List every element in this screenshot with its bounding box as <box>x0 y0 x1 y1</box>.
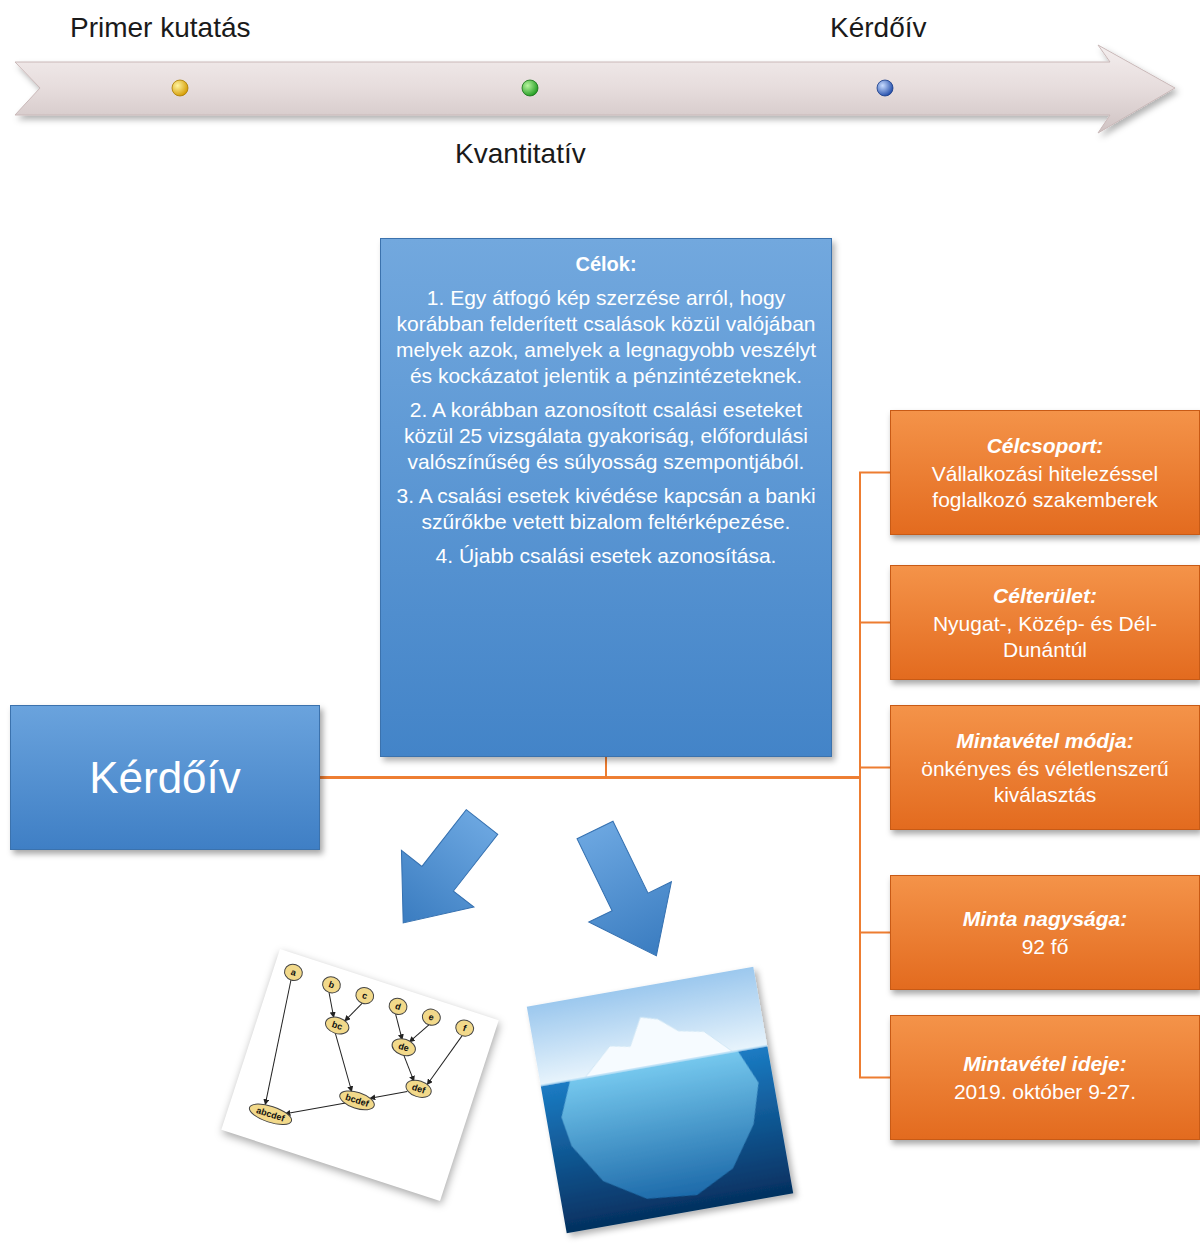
block-arrow-shape <box>554 810 698 976</box>
info-box: Célterület:Nyugat-, Közép- és Dél-Dunánt… <box>890 565 1200 680</box>
waterline <box>541 1046 768 1086</box>
dendrogram-links <box>251 980 462 1158</box>
box-heading: Mintavétel módja: <box>901 728 1189 754</box>
box-heading: Célterület: <box>901 583 1189 609</box>
box-text: 4. Újabb csalási esetek azonosítása. <box>393 543 819 569</box>
stage-label: Kérdőív <box>830 12 927 44</box>
info-box: Minta nagysága:92 fő <box>890 875 1200 990</box>
timeline-arrow <box>15 45 1175 133</box>
box-title: Kérdőív <box>21 752 309 804</box>
dendrogram-nodes <box>239 962 476 1173</box>
connector-line <box>320 768 890 778</box>
box-heading: Célok: <box>393 251 819 277</box>
iceberg-picture <box>527 967 793 1233</box>
box-text: önkényes és véletlenszerű kiválasztás <box>901 756 1189 808</box>
box-heading: Célcsoport: <box>901 433 1189 459</box>
iceberg-underwater <box>555 1048 775 1216</box>
box-text: 3. A csalási esetek kivédése kapcsán a b… <box>393 483 819 535</box>
info-box: Mintavétel ideje:2019. október 9-27. <box>890 1015 1200 1140</box>
box-text: Nyugat-, Közép- és Dél-Dunántúl <box>901 611 1189 663</box>
box-heading: Mintavétel ideje: <box>901 1051 1189 1077</box>
box-text: Vállalkozási hitelezéssel foglalkozó sza… <box>901 461 1189 513</box>
box-text: 92 fő <box>901 934 1189 960</box>
goals-box: Célok: 1. Egy átfogó kép szerzése arról, … <box>380 238 832 757</box>
info-box: Mintavétel módja:önkényes és véletlensze… <box>890 705 1200 830</box>
stage-label: Primer kutatás <box>70 12 251 44</box>
box-text: 1. Egy átfogó kép szerzése arról, hogy k… <box>393 285 819 389</box>
box-text: 2. A korábban azonosított csalási esetek… <box>393 397 819 475</box>
info-box: Célcsoport:Vállalkozási hitelezéssel fog… <box>890 410 1200 535</box>
box-text: 2019. október 9-27. <box>901 1079 1189 1105</box>
connector-line <box>320 778 890 933</box>
main-box: Kérdőív <box>10 705 320 850</box>
sea <box>541 1046 794 1234</box>
block-arrow <box>554 810 698 976</box>
box-heading: Minta nagysága: <box>901 906 1189 932</box>
stage-label: Kvantitatív <box>455 138 586 170</box>
timeline-dot <box>877 80 893 96</box>
block-arrow <box>367 794 518 952</box>
timeline-dot <box>172 80 188 96</box>
connector-line <box>320 757 606 778</box>
dendrogram-picture: abcdefbcdedefbcdefabcdef <box>221 949 498 1201</box>
dendrogram-lines <box>221 949 498 1201</box>
block-arrow-shape <box>367 794 518 952</box>
timeline-band <box>15 45 1175 133</box>
timeline-dot <box>522 80 538 96</box>
